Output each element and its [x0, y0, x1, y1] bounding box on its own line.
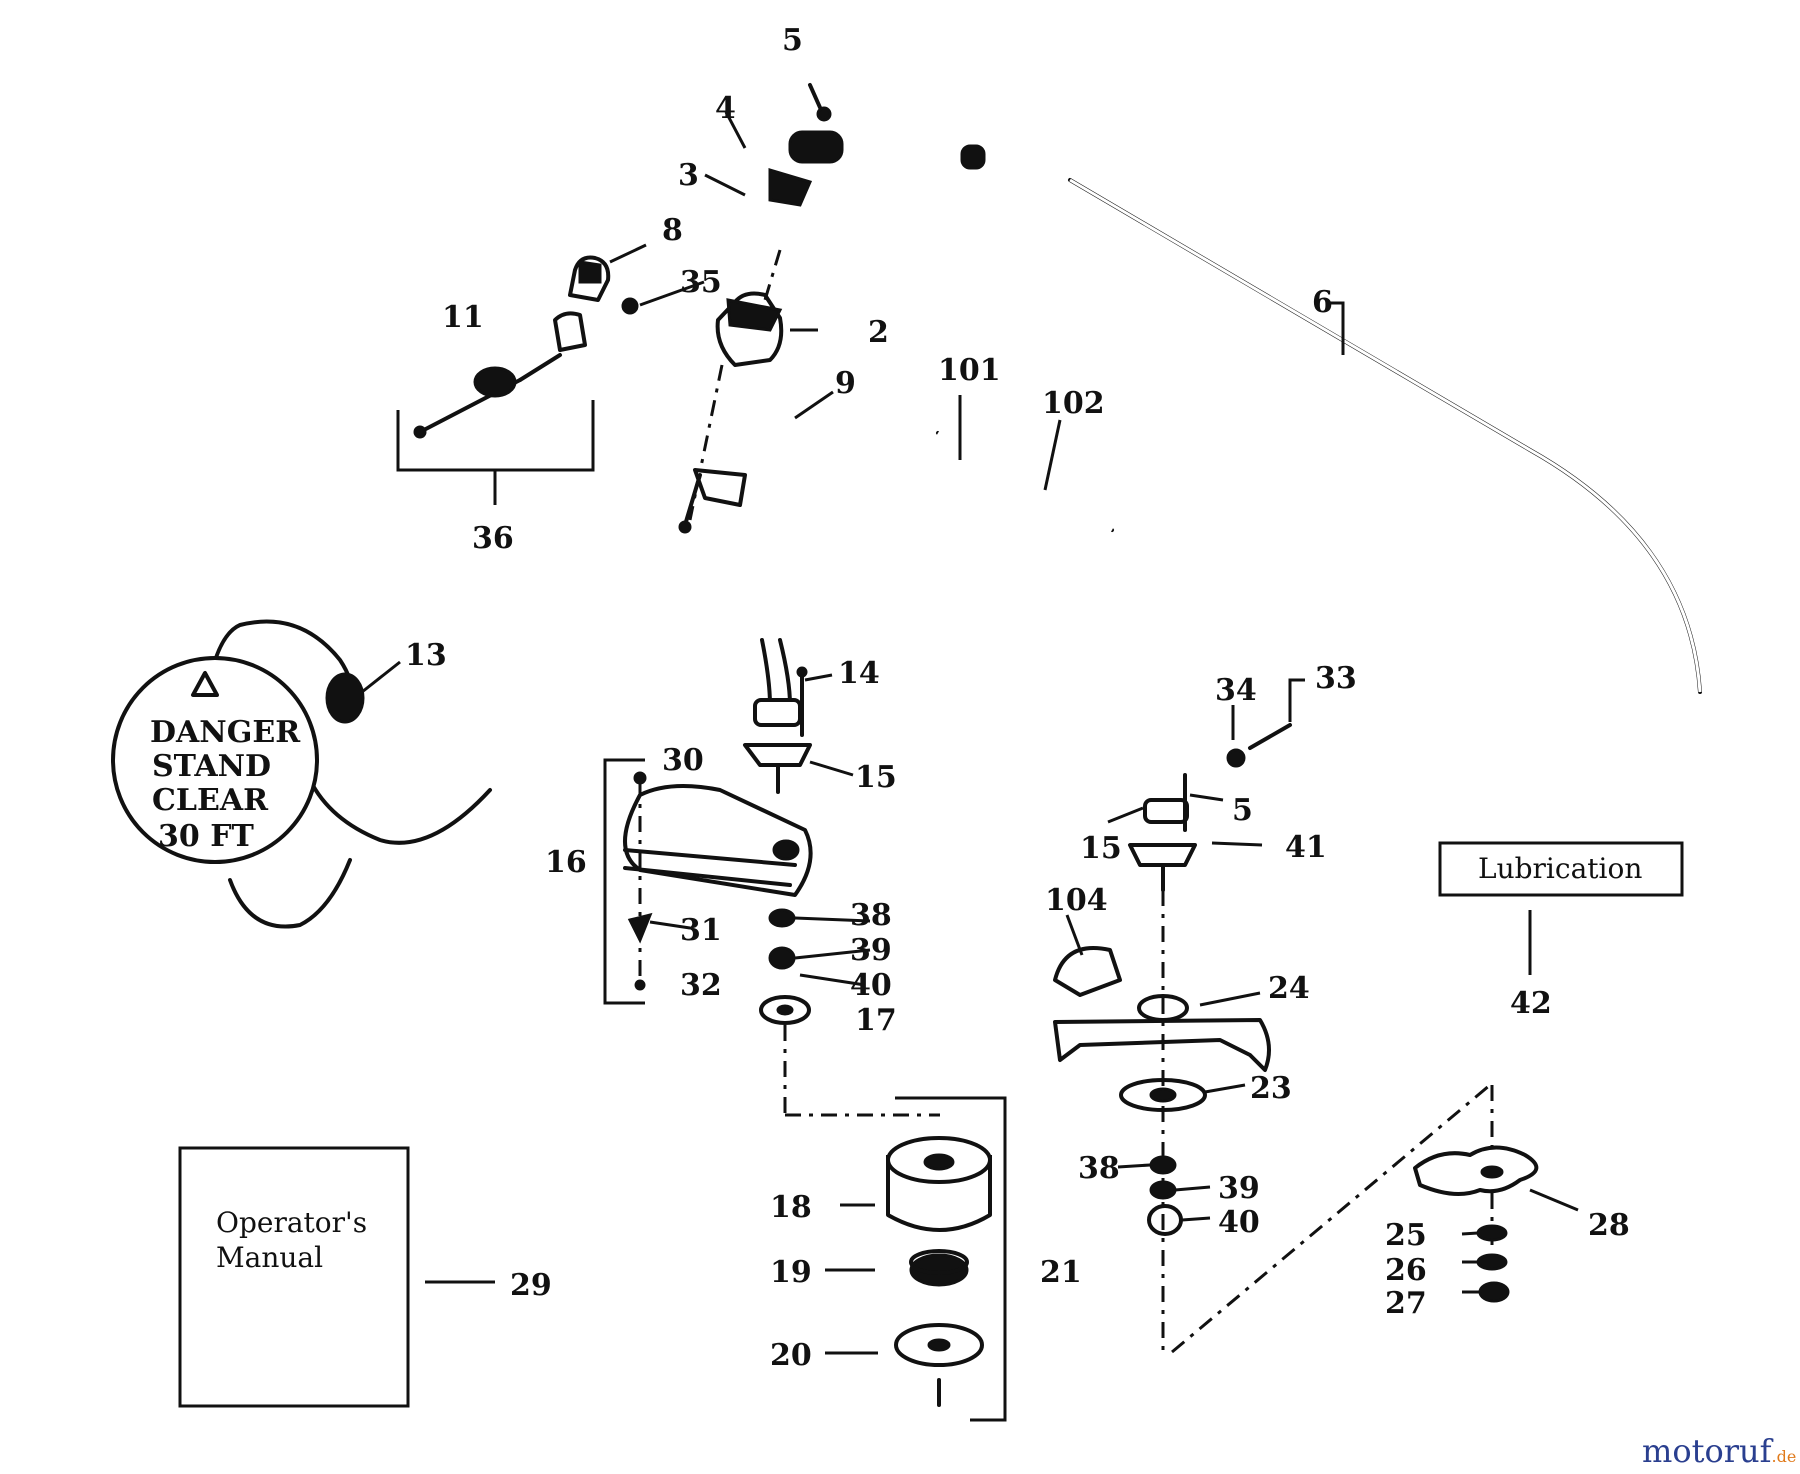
danger-line1: DANGER: [150, 715, 301, 750]
knob-35: [621, 297, 639, 315]
callout-8: 8: [662, 213, 683, 248]
callout-15-left: 15: [855, 760, 897, 795]
callout-41: 41: [1285, 830, 1327, 865]
leader-lines: [361, 111, 1579, 1355]
manual-line2: Manual: [216, 1241, 323, 1274]
callout-39-right: 39: [1218, 1171, 1260, 1206]
callout-14: 14: [838, 656, 880, 691]
callout-39-left: 39: [850, 933, 892, 968]
drive-shaft-tube: [485, 267, 1155, 805]
screw-assembly-36: [413, 353, 562, 439]
guard-housing: [623, 771, 813, 991]
screw-top: [808, 83, 832, 122]
callout-34: 34: [1215, 673, 1257, 708]
callout-27: 27: [1385, 1286, 1427, 1321]
callout-17: 17: [855, 1003, 897, 1038]
throttle-bracket: [553, 255, 611, 352]
washer-stack-left: [759, 908, 811, 1025]
callout-6: 6: [1312, 285, 1333, 320]
operators-manual-box: [178, 1146, 410, 1408]
callout-29: 29: [510, 1268, 552, 1303]
handle-clamp: [688, 249, 784, 521]
handle-bracket-flag: [678, 468, 747, 534]
callout-36: 36: [472, 521, 514, 556]
dashline-right-diagonal: [1171, 1083, 1491, 1354]
callout-9: 9: [835, 366, 856, 401]
callout-35: 35: [680, 265, 722, 300]
callout-40-left: 40: [850, 968, 892, 1003]
danger-line3: CLEAR: [152, 783, 269, 818]
callout-21: 21: [1040, 1255, 1082, 1290]
bracket-36: [396, 400, 595, 472]
callout-23: 23: [1250, 1071, 1292, 1106]
bracket-16: [603, 758, 645, 1005]
lubrication-box: [1438, 841, 1684, 897]
shaft-liner: [936, 430, 1114, 533]
callout-31: 31: [680, 913, 722, 948]
callout-28: 28: [1588, 1208, 1630, 1243]
harness-strap: [111, 619, 492, 929]
callout-11: 11: [442, 300, 484, 335]
callout-13: 13: [405, 638, 447, 673]
lubrication-label: Lubrication: [1478, 852, 1642, 885]
callout-labels: 5 4 3 8 35 11 2 9 101 102 6 36 13 14 30 …: [405, 23, 1630, 1373]
callout-4: 4: [715, 91, 736, 126]
handle-assembly: [711, 130, 986, 247]
callout-3: 3: [678, 158, 699, 193]
watermark: motoruf.de: [1642, 1432, 1796, 1470]
callout-25: 25: [1385, 1218, 1427, 1253]
callout-104: 104: [1045, 883, 1108, 918]
callout-19: 19: [770, 1255, 812, 1290]
danger-line4: 30 FT: [158, 819, 254, 854]
callout-32: 32: [680, 968, 722, 1003]
callout-18: 18: [770, 1190, 812, 1225]
callout-16: 16: [545, 845, 587, 880]
callout-20: 20: [770, 1338, 812, 1373]
spool-head-assembly: [886, 1136, 992, 1407]
callout-15-right: 15: [1080, 831, 1122, 866]
callout-40-right: 40: [1218, 1205, 1260, 1240]
callout-38-right: 38: [1078, 1151, 1120, 1186]
callout-101: 101: [938, 353, 1001, 388]
flexible-cable: [1068, 178, 1702, 694]
danger-line2: STAND: [152, 749, 271, 784]
callout-5-right: 5: [1232, 793, 1253, 828]
callout-102: 102: [1042, 386, 1105, 421]
coupling-right: [1128, 723, 1292, 892]
callout-38-left: 38: [850, 898, 892, 933]
callout-26: 26: [1385, 1253, 1427, 1288]
manual-line1: Operator's: [216, 1206, 367, 1239]
coupling-left: [743, 638, 812, 794]
callout-24: 24: [1268, 971, 1310, 1006]
callout-5-top: 5: [782, 23, 803, 58]
callout-30: 30: [662, 743, 704, 778]
callout-2: 2: [868, 315, 889, 350]
callout-33: 33: [1315, 661, 1357, 696]
bracket-21: [895, 1096, 1007, 1422]
callout-42: 42: [1510, 986, 1552, 1021]
head-knob: [1413, 1145, 1539, 1303]
deflector-guard: [1053, 946, 1271, 1072]
